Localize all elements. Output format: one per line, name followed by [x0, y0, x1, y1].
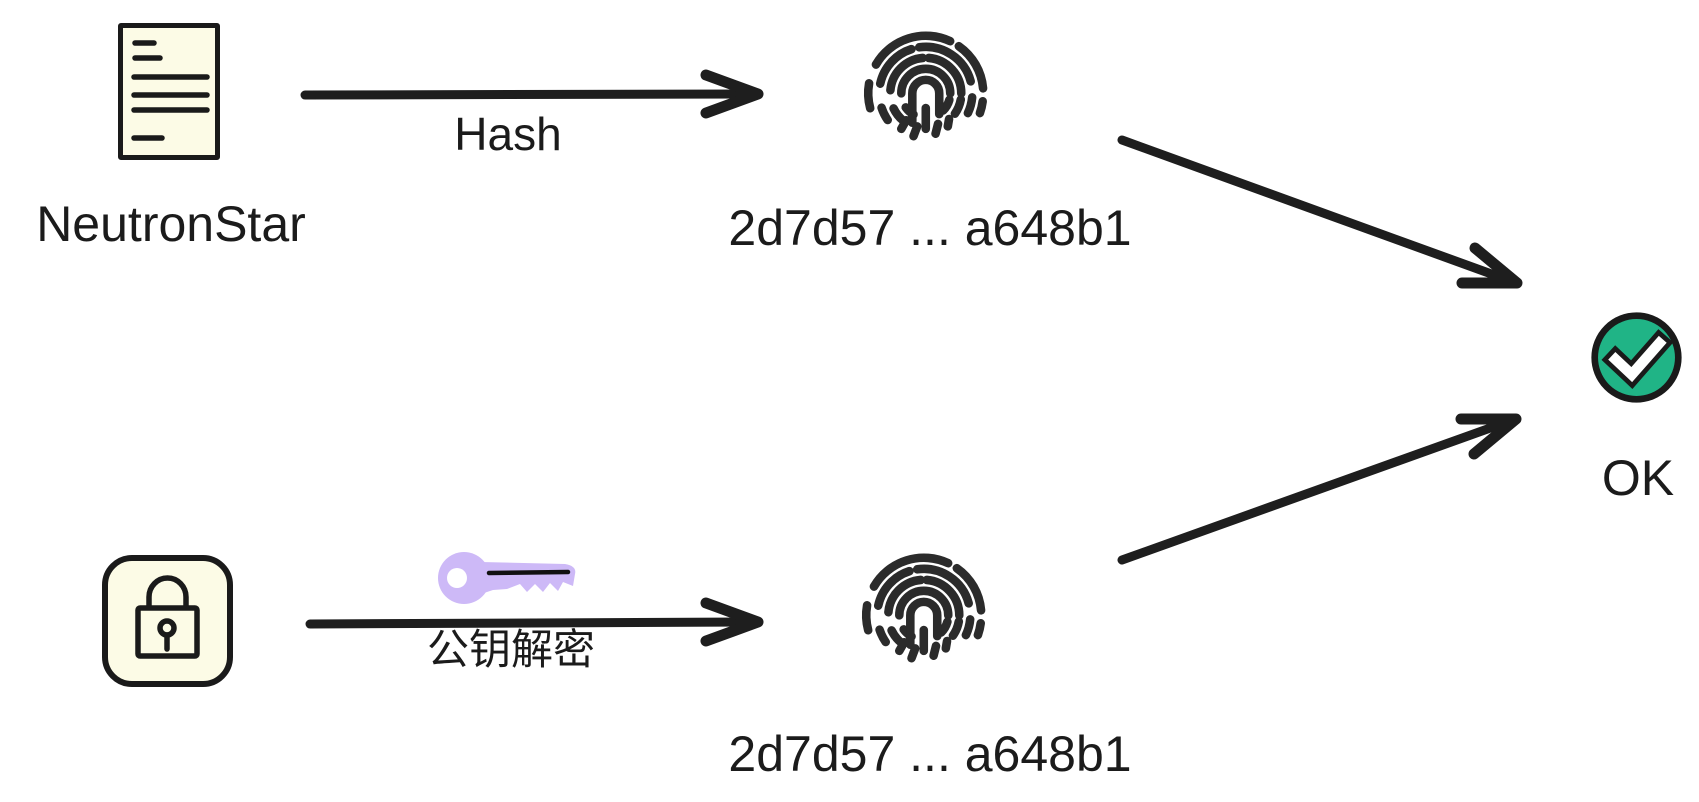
result-label: OK: [1601, 450, 1675, 506]
document-label: NeutronStar: [36, 196, 306, 252]
compare-top-arrow: [1117, 135, 1513, 285]
lock-icon: [102, 555, 233, 687]
check-icon: [1589, 310, 1684, 405]
compare-bottom-arrowhead: [1455, 413, 1522, 460]
hash-edge-label: Hash: [454, 108, 562, 160]
decrypt-arrow: [305, 617, 753, 629]
decrypt-arrowhead: [700, 597, 764, 647]
document-lines: [131, 40, 210, 141]
hash-arrow: [300, 89, 753, 100]
fingerprint-icon: [854, 544, 996, 694]
key-icon: [437, 546, 579, 612]
fingerprint-icon: [856, 22, 998, 172]
compare-top-arrowhead: [1456, 242, 1523, 289]
hash-arrowhead: [700, 69, 764, 119]
decrypt-edge-label: 公钥解密: [426, 626, 596, 673]
compare-bottom-arrow: [1117, 417, 1512, 565]
digest-top-label: 2d7d57 ... a648b1: [728, 200, 1132, 256]
digest-bottom-label: 2d7d57 ... a648b1: [728, 726, 1132, 782]
document-icon: [118, 23, 220, 160]
